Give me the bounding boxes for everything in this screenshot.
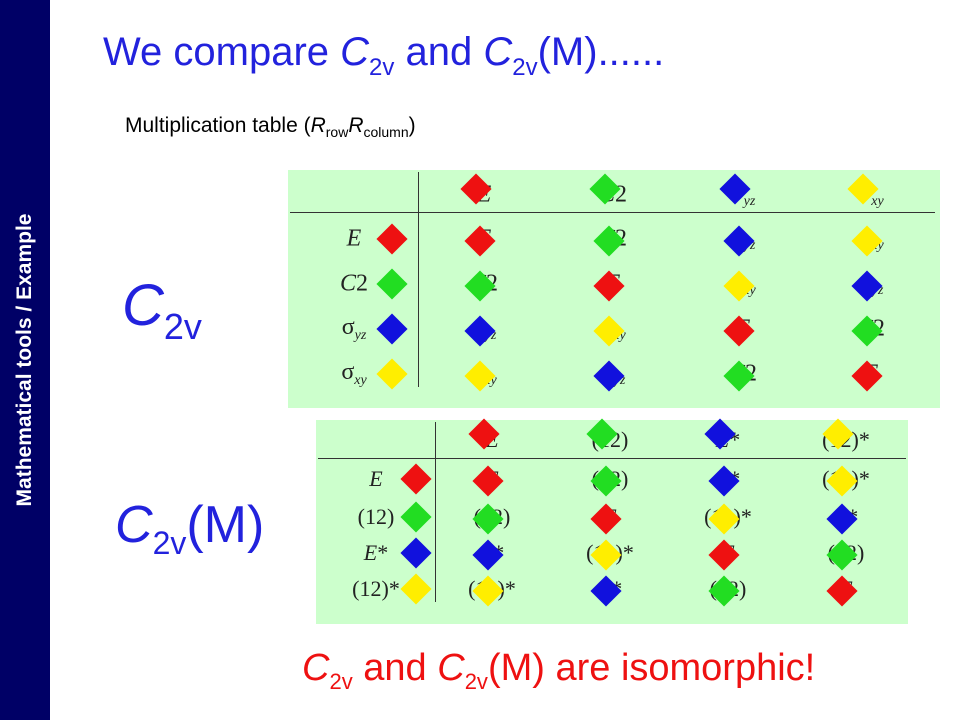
subtitle-r-column: R — [348, 114, 364, 137]
table-header-divider — [318, 458, 906, 459]
group-c2vm-suffix: (M) — [186, 496, 265, 554]
row-header-12-star: (12)* — [352, 576, 400, 601]
table-row-label-divider — [418, 172, 419, 387]
conclusion-group1-sub: 2v — [329, 669, 353, 694]
title-group1: C — [340, 30, 370, 74]
table-header-divider — [290, 212, 935, 213]
conclusion-group2: C — [437, 647, 465, 689]
slide-title: We compare C2v and C2v(M)...... — [103, 30, 664, 82]
row-header-12: (12) — [357, 504, 395, 529]
row-header-e: E — [346, 225, 362, 252]
row-header-e: E — [369, 466, 383, 491]
row-header-c2: C2 — [339, 270, 369, 297]
conclusion-mid: and — [352, 647, 438, 689]
group-c2vm-main: C — [115, 496, 153, 554]
title-prefix: We compare — [103, 30, 341, 74]
group-c2v-sub: 2v — [163, 306, 202, 347]
title-mid: and — [394, 30, 484, 74]
subtitle-r-row: R — [310, 114, 326, 137]
conclusion-group1: C — [302, 647, 330, 689]
conclusion-suffix: (M) are isomorphic! — [487, 647, 816, 689]
conclusion-group2-sub: 2v — [464, 669, 488, 694]
sidebar-title: Mathematical tools / Example — [13, 213, 36, 507]
subtitle-prefix: Multiplication table ( — [125, 114, 311, 137]
group-c2vm-sub: 2v — [152, 525, 187, 561]
table-row-label-divider — [435, 422, 436, 602]
title-group2: C — [483, 30, 513, 74]
sidebar: Mathematical tools / Example — [0, 0, 50, 720]
row-header-sigma-yz: σyz — [341, 314, 367, 343]
title-group1-sub: 2v — [369, 54, 395, 81]
subtitle-row-sub: row — [325, 124, 349, 140]
subtitle-column-sub: column — [363, 124, 409, 140]
title-suffix: (M)...... — [537, 30, 665, 74]
row-header-sigma-xy: σxy — [341, 359, 367, 388]
title-group2-sub: 2v — [512, 54, 538, 81]
conclusion-text: C2v and C2v(M) are isomorphic! — [302, 647, 815, 695]
group-c2vm-label: C2v(M) — [115, 495, 264, 562]
group-c2v-label: C2v — [122, 272, 202, 348]
subtitle-suffix: ) — [408, 114, 416, 137]
subtitle: Multiplication table (RrowRcolumn) — [125, 114, 416, 140]
row-header-e-star: E* — [363, 540, 389, 565]
group-c2v-main: C — [122, 273, 164, 338]
